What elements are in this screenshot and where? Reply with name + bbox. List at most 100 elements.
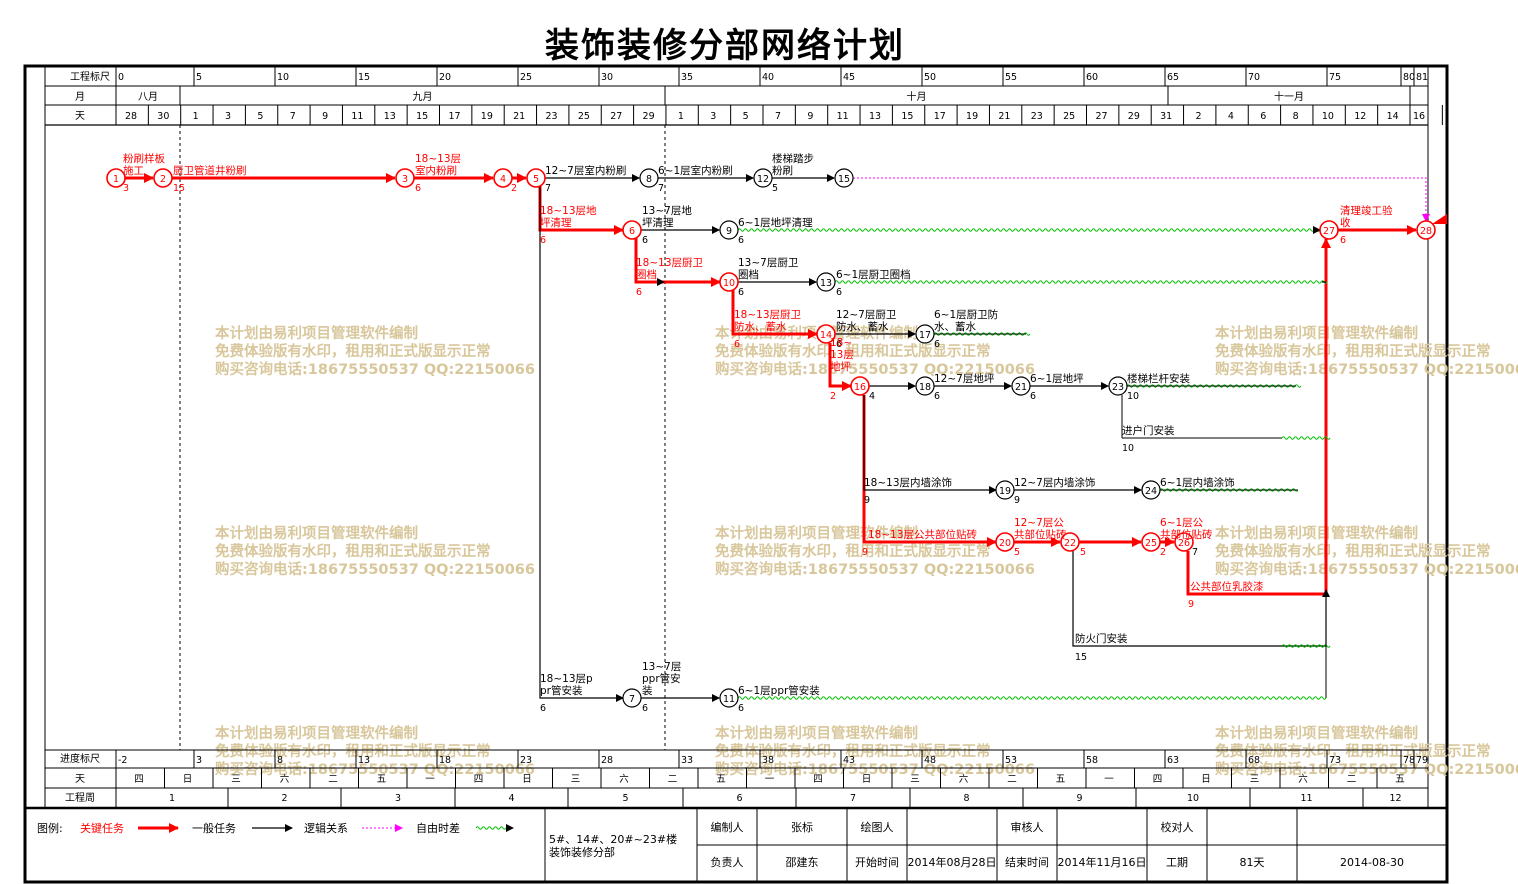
event-node-number: 5 — [533, 174, 539, 185]
finish-flag-icon — [1432, 214, 1447, 224]
week-label: 10 — [1187, 793, 1199, 804]
day-label: 1 — [678, 111, 684, 122]
manager-value: 邵建东 — [786, 855, 819, 869]
free-float-wave — [834, 280, 1328, 284]
activity-name: 18~ — [830, 337, 852, 349]
activity-name: 18~13层 — [415, 153, 461, 165]
day-label: 27 — [1095, 111, 1107, 122]
scale-row-label: 工程标尺 — [70, 71, 110, 83]
month-label: 八月 — [138, 91, 158, 103]
activity-name: 12~7层室内粉刷 — [545, 164, 626, 177]
weekday-label: 一 — [1104, 774, 1114, 785]
weekday-label: 四 — [134, 774, 144, 785]
day-label: 7 — [775, 111, 781, 122]
event-node-number: 26 — [1178, 538, 1190, 549]
event-node-number: 12 — [757, 174, 769, 185]
duration-label: 工期 — [1166, 856, 1188, 869]
week-label: 6 — [736, 793, 742, 804]
activity-name: 12~7层内墙涂饰 — [1014, 476, 1095, 489]
week-label: 3 — [395, 793, 401, 804]
activity-duration: 9 — [864, 495, 870, 506]
month-label: 九月 — [413, 91, 433, 103]
weekday-row-label: 天 — [75, 774, 85, 785]
day-label: 23 — [1031, 111, 1043, 122]
activity-name: 12~7层地坪 — [934, 372, 995, 385]
activity-name: 坪清理 — [540, 216, 572, 229]
watermark-text: 本计划由易利项目管理软件编制 — [215, 524, 418, 542]
event-node-number: 4 — [500, 174, 506, 185]
activity-name: 圈档 — [738, 268, 759, 281]
event-node — [834, 168, 854, 188]
start-label: 开始时间 — [855, 855, 899, 869]
activity-name: 粉刷样板 — [123, 152, 165, 165]
weekday-label: 日 — [862, 774, 872, 785]
scale-tick-label: 55 — [1005, 72, 1017, 83]
watermark-text: 本计划由易利项目管理软件编制 — [715, 724, 918, 742]
event-node — [622, 220, 642, 240]
event-node — [753, 168, 773, 188]
weekday-label: 四 — [1153, 774, 1163, 785]
day-label: 10 — [1322, 111, 1334, 122]
activity-duration: 4 — [869, 391, 875, 402]
day-label: 21 — [998, 111, 1010, 122]
day-label: 7 — [290, 111, 296, 122]
activity-arrow — [863, 395, 997, 494]
activity-name: 共部位贴砖 — [1160, 528, 1213, 541]
week-label: 8 — [963, 793, 969, 804]
month-row-label: 月 — [75, 91, 85, 103]
watermark-text: 购买咨询电话:18675550537 QQ:22150066 — [215, 360, 535, 378]
legend-normal-label: 一般任务 — [192, 822, 236, 835]
day-label: 17 — [448, 111, 460, 122]
watermark-text: 本计划由易利项目管理软件编制 — [1215, 724, 1418, 742]
progress-tick-label: 53 — [1005, 755, 1017, 766]
event-node — [719, 220, 739, 240]
event-node-number: 23 — [1112, 382, 1124, 393]
progress-tick-label: 68 — [1248, 755, 1260, 766]
activity-name: 13~7层 — [642, 661, 681, 673]
event-node — [915, 376, 935, 396]
event-node-number: 19 — [999, 486, 1011, 497]
free-float-wave — [737, 696, 1327, 700]
event-node-number: 8 — [646, 174, 652, 185]
end-label: 结束时间 — [1005, 856, 1049, 869]
activity-duration: 6 — [734, 339, 740, 350]
event-node — [995, 532, 1015, 552]
watermark-text: 购买咨询电话:18675550537 QQ:22150066 — [715, 560, 1035, 578]
watermark-text: 本计划由易利项目管理软件编制 — [1215, 324, 1418, 342]
scale-tick-label: 50 — [924, 72, 936, 83]
day-label: 15 — [901, 111, 913, 122]
activity-duration: 5 — [1014, 547, 1020, 558]
activity-duration: 6 — [540, 703, 546, 714]
activity-duration: 6 — [836, 287, 842, 298]
activity-name: 坪清理 — [642, 216, 674, 229]
activity-name: 18~13层厨卫 — [734, 309, 801, 321]
activity-name: 12~7层公 — [1014, 517, 1064, 529]
week-label: 1 — [169, 793, 175, 804]
weekday-label: 三 — [571, 774, 581, 785]
free-float-wave — [1281, 436, 1331, 440]
scale-tick-label: 60 — [1086, 72, 1098, 83]
activity-name: 共部位贴砖 — [1014, 528, 1067, 541]
day-label: 19 — [481, 111, 493, 122]
legend-wave-arrow — [506, 824, 514, 832]
activity-duration: 7 — [658, 183, 664, 194]
week-label: 5 — [622, 793, 628, 804]
weekday-label: 日 — [522, 774, 532, 785]
activity-arrow — [828, 343, 852, 391]
event-node-number: 25 — [1145, 538, 1157, 549]
activity-name: 水、蓄水 — [934, 321, 976, 333]
activity-name: 厨卫管道井粉刷 — [173, 164, 247, 177]
manager-label: 负责人 — [711, 855, 744, 869]
event-node-number: 9 — [726, 226, 732, 237]
legend-wave — [475, 826, 507, 830]
day-label: 9 — [807, 111, 813, 122]
activity-arrow — [634, 238, 721, 287]
activity-duration: 6 — [934, 391, 940, 402]
event-node-number: 18 — [919, 382, 931, 393]
watermark-text: 本计划由易利项目管理软件编制 — [1215, 524, 1418, 542]
event-node-number: 7 — [629, 694, 635, 705]
activity-name: 防水、蓄水 — [734, 320, 787, 333]
